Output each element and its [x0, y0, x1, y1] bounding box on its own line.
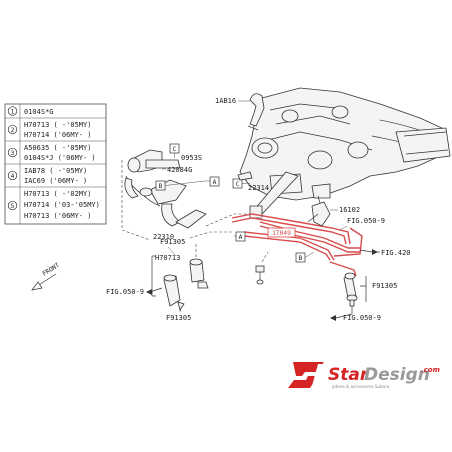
legend-num: 4 — [11, 173, 15, 180]
legend-num: 1 — [11, 108, 15, 115]
bolt — [255, 265, 265, 285]
label-22314: 22314 — [248, 184, 269, 192]
label-h70713: H70713 — [155, 254, 180, 262]
legend-part: H70713 ( -'02MY) — [24, 190, 91, 198]
callout-letter: B — [299, 255, 303, 262]
callout-b-pipe: B — [295, 251, 315, 263]
parts-legend: 1 0104S*G 2 H70713 ( -'05MY) H70714 ('06… — [4, 103, 107, 225]
highlight-part-label: 17049 — [267, 227, 296, 238]
hose-h70713-left — [163, 258, 209, 311]
intake-manifold — [239, 87, 451, 201]
callout-letter: C — [236, 181, 240, 188]
legend-row-5: 5 H70713 ( -'02MY) H70714 ('03-'05MY) H7… — [7, 190, 100, 220]
label-front: FRONT — [41, 262, 61, 278]
stardesign-logo: Star Design .com pièces & accessoires Su… — [288, 362, 440, 389]
label-f91305-bottom: F91305 — [166, 314, 191, 322]
legend-row-1: 1 0104S*G — [7, 106, 54, 116]
label-1ab16: 1AB16 — [215, 97, 236, 105]
legend-num: 3 — [11, 150, 15, 157]
legend-num: 5 — [11, 203, 15, 210]
label-0953s: 0953S — [181, 154, 202, 162]
callout-c-top: C — [169, 143, 180, 158]
label-42084g: 42084G — [167, 166, 192, 174]
fig-050-left-ref: FIG.050-9 — [106, 287, 163, 296]
legend-row-2: 2 H70713 ( -'05MY) H70714 ('06MY- ) — [7, 121, 91, 139]
legend-part: IAC69 ('06MY- ) — [24, 177, 87, 185]
fig-420-ref: FIG.420 — [359, 249, 411, 257]
legend-part: H70713 ( -'05MY) — [24, 121, 91, 129]
callout-letter: A — [213, 179, 217, 186]
legend-part: A50635 ( -'05MY) — [24, 144, 91, 152]
fig-ref-050-bottom[interactable]: FIG.050-9 — [343, 314, 381, 322]
callout-letter: A — [239, 234, 243, 241]
callout-c-22314: C — [232, 178, 250, 189]
legend-part: H70713 ('06MY- ) — [24, 212, 91, 220]
highlighted-pipe-assembly — [231, 213, 363, 277]
callout-a-pipe: A — [235, 231, 246, 242]
logo-brand-suffix: .com — [421, 366, 440, 374]
fig-ref-420[interactable]: FIG.420 — [381, 249, 411, 257]
dash-leader — [189, 231, 232, 239]
callout-b-mid: B — [155, 180, 206, 191]
callout-letter: B — [159, 183, 163, 190]
logo-tagline: pièces & accessoires Subaru — [332, 384, 390, 389]
legend-part: H70714 ('03-'05MY) — [24, 201, 100, 209]
callout-a-right: A — [205, 176, 220, 187]
label-22310: 22310 — [153, 233, 174, 241]
fig-ref-050-top[interactable]: FIG.050-9 — [347, 217, 385, 225]
hose-f91305-right: F91305 — [343, 272, 397, 307]
legend-part: 0104S*J ('06MY- ) — [24, 154, 96, 162]
dash-leader — [261, 251, 269, 263]
logo-brand-star: Star — [328, 365, 370, 385]
logo-brand-design: Design — [364, 365, 430, 385]
fig-ref-050-left[interactable]: FIG.050-9 — [106, 288, 144, 296]
pcv-assembly — [124, 149, 207, 229]
label-f91305-right: F91305 — [372, 282, 397, 290]
legend-row-4: 4 IAB78 ( -'05MY) IAC69 ('06MY- ) — [7, 167, 87, 185]
hose-1ab16: 1AB16 — [215, 93, 265, 131]
legend-row-3: 3 A50635 ( -'05MY) 0104S*J ('06MY- ) — [7, 144, 96, 162]
front-direction-arrow: FRONT — [31, 262, 61, 291]
legend-num: 2 — [11, 127, 15, 134]
label-16102: 16102 — [339, 206, 360, 214]
logo-emblem — [288, 362, 324, 388]
legend-part: H70714 ('06MY- ) — [24, 131, 91, 139]
label-f91305-top: F91305 — [160, 238, 185, 246]
label-17049: 17049 — [272, 230, 291, 237]
legend-part: 0104S*G — [24, 108, 54, 116]
callout-letter: C — [173, 146, 177, 153]
dash-leader — [121, 160, 151, 241]
dash-leader — [205, 213, 248, 227]
sensor-16102: 16102 — [307, 201, 360, 227]
legend-part: IAB78 ( -'05MY) — [24, 167, 87, 175]
